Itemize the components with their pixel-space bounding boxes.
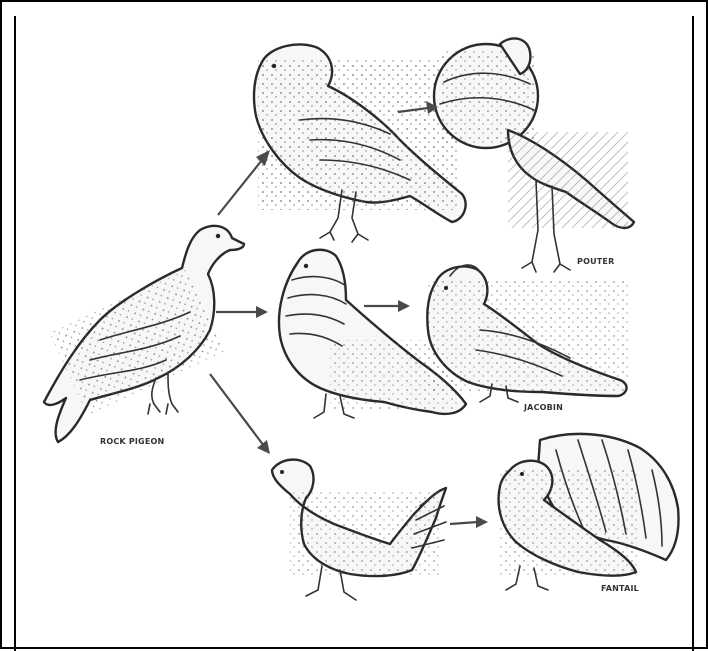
jacobin-label: JACOBIN [523, 403, 563, 412]
pouter-illustration [434, 38, 634, 272]
pouter-label: POUTER [577, 257, 614, 266]
arrow-bottom-to-fantail [450, 516, 488, 528]
arrow-rock-to-middle [216, 306, 268, 318]
fantail-illustration [499, 434, 679, 590]
top-intermediate-pigeon-illustration [254, 44, 466, 242]
arrow-rock-to-bottom [210, 374, 270, 454]
bottom-intermediate-pigeon-illustration [272, 460, 446, 600]
fantail-label: FANTAIL [601, 584, 639, 593]
rock-pigeon-illustration [44, 226, 244, 442]
jacobin-illustration [427, 265, 628, 402]
arrow-middle-to-jacobin [364, 300, 410, 312]
rock-pigeon-label: ROCK PIGEON [100, 437, 164, 446]
